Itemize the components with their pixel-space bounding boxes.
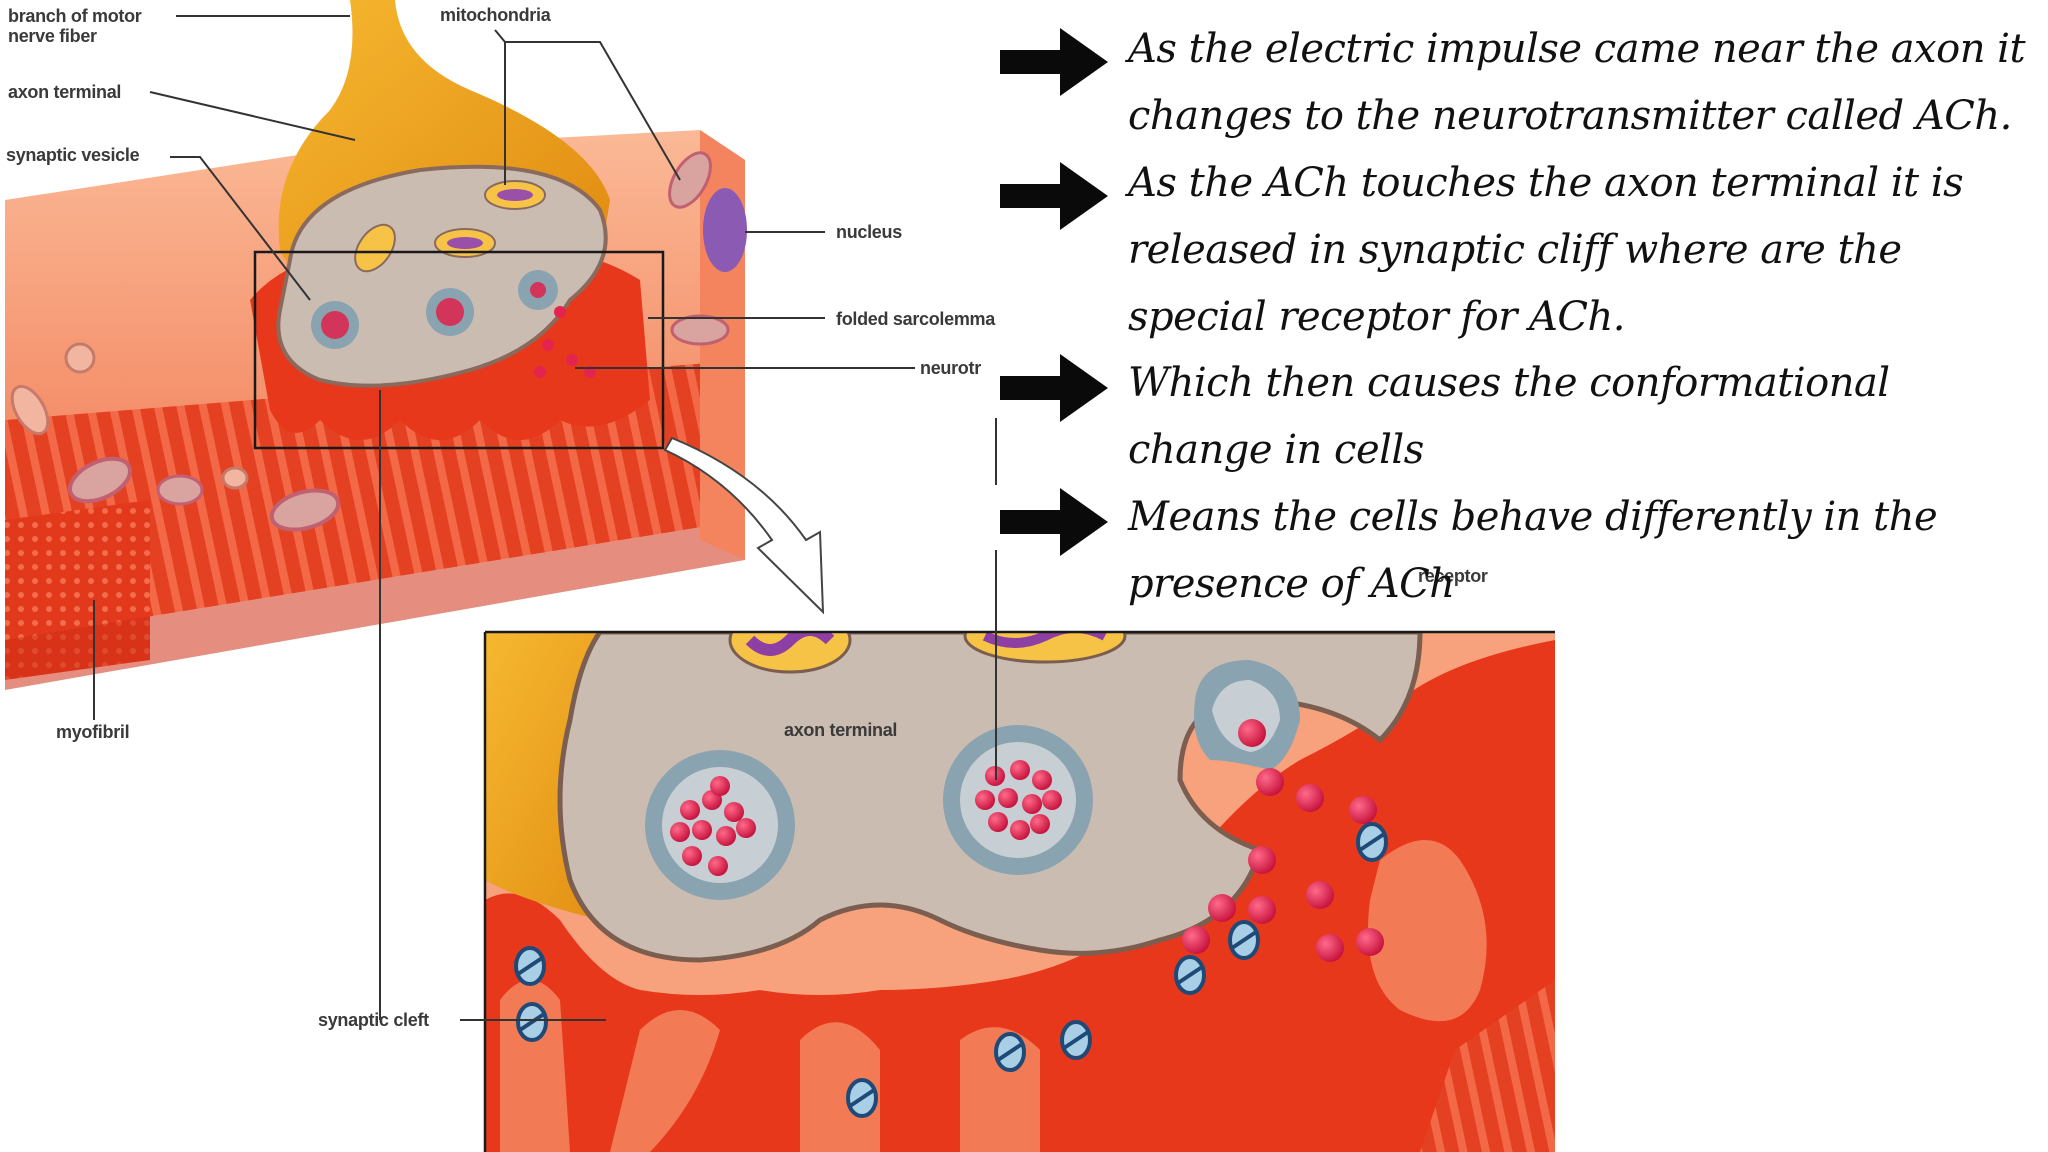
label-axon-terminal-zoom: axon terminal — [784, 720, 898, 740]
note-text: As the ACh touches the axon terminal it … — [1128, 160, 1964, 340]
note-2: As the ACh touches the axon terminal it … — [1000, 150, 2040, 350]
zoomed-synapse-panel — [483, 630, 1555, 1152]
label-synaptic-cleft: synaptic cleft — [318, 1010, 429, 1030]
zoom-arrow-icon — [663, 436, 825, 615]
right-arrow-icon — [1000, 488, 1108, 556]
label-branch-motor-nerve-fiber: branch of motor nerve fiber — [8, 6, 142, 46]
label-axon-terminal: axon terminal — [8, 82, 122, 102]
label-neurotransmitter: neurotr — [920, 358, 981, 378]
muscle-fiber-block — [5, 0, 747, 690]
label-receptor: receptor — [1418, 566, 1488, 586]
label-mitochondria: mitochondria — [440, 5, 551, 25]
note-text: Which then causes the conformational cha… — [1128, 360, 1890, 473]
label-nucleus: nucleus — [836, 222, 902, 242]
note-text: As the electric impulse came near the ax… — [1128, 26, 2026, 139]
right-arrow-icon — [1000, 28, 1108, 96]
label-folded-sarcolemma: folded sarcolemma — [836, 309, 995, 329]
right-arrow-icon — [1000, 162, 1108, 230]
right-arrow-icon — [1000, 354, 1108, 422]
note-1: As the electric impulse came near the ax… — [1000, 16, 2040, 150]
label-synaptic-vesicle: synaptic vesicle — [6, 145, 140, 165]
note-3: Which then causes the conformational cha… — [1000, 350, 2040, 484]
note-text: Means the cells behave differently in th… — [1128, 494, 1938, 607]
note-4: Means the cells behave differently in th… — [1000, 484, 2040, 618]
leader-lines — [93, 15, 997, 1021]
label-myofibril: myofibril — [56, 722, 130, 742]
